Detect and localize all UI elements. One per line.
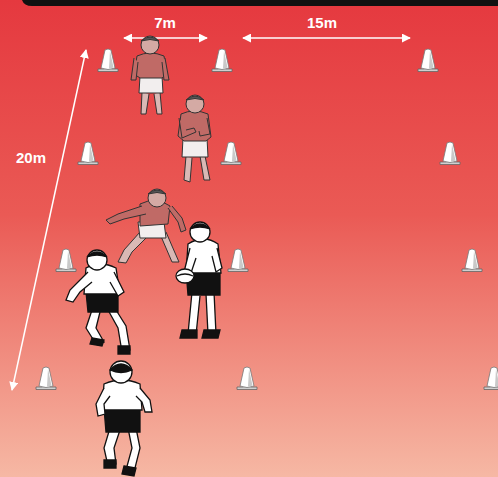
top-band xyxy=(22,0,498,6)
dimension-arrow xyxy=(124,37,207,39)
dimension-label: 15m xyxy=(307,15,337,30)
cone xyxy=(36,367,56,390)
dimension-arrow xyxy=(243,37,410,39)
cone xyxy=(78,142,98,165)
cone xyxy=(237,367,257,390)
cone xyxy=(440,142,460,165)
defender-player xyxy=(131,36,169,114)
defender-player xyxy=(106,189,186,263)
dimension-label: 7m xyxy=(154,15,176,30)
cone xyxy=(212,49,232,72)
attacker-player xyxy=(96,361,152,476)
cone xyxy=(56,249,76,272)
cone xyxy=(98,49,118,72)
attacker-player xyxy=(66,250,130,354)
cone xyxy=(228,249,248,272)
dimension-label: 20m xyxy=(16,150,46,165)
attacker-player xyxy=(176,222,222,338)
cone xyxy=(462,249,482,272)
defender-player xyxy=(178,95,211,182)
dimension-arrow xyxy=(12,50,86,390)
cone xyxy=(484,367,498,390)
cone xyxy=(221,142,241,165)
cone xyxy=(418,49,438,72)
